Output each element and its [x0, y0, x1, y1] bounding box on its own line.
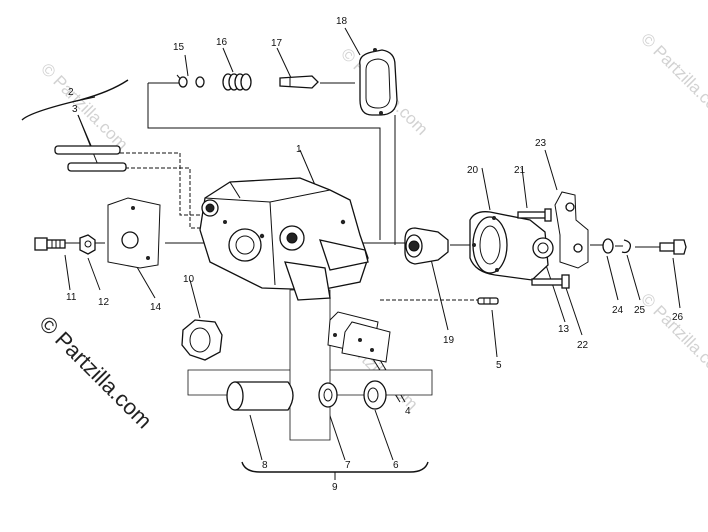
callout-13: 13 [558, 324, 570, 335]
callout-26: 26 [672, 312, 684, 323]
callout-3: 3 [72, 104, 78, 115]
plate-part-14 [107, 197, 161, 269]
housing-part-20 [469, 211, 549, 281]
washer-part-6 [363, 380, 387, 410]
watermark-top-right: © Partzilla.com [637, 29, 708, 123]
callout-25: 25 [634, 305, 646, 316]
callout-19: 19 [443, 335, 455, 346]
washer-part-24 [602, 238, 614, 254]
spring-part-16 [222, 73, 252, 91]
callout-23: 23 [535, 138, 547, 149]
cylinder-part-8 [226, 381, 294, 411]
callout-5: 5 [496, 360, 502, 371]
seal-part-13 [532, 237, 554, 259]
callout-20: 20 [467, 165, 479, 176]
pin-part-3 [54, 145, 127, 172]
bottom-band [187, 289, 433, 441]
callout-21: 21 [514, 165, 526, 176]
callout-17: 17 [271, 38, 283, 49]
bolt-part-22 [531, 274, 570, 289]
plunger-part-17 [279, 75, 319, 89]
callout-16: 16 [216, 37, 228, 48]
callout-14: 14 [150, 302, 162, 313]
callout-24: 24 [612, 305, 624, 316]
o-ring-part-15 [178, 76, 205, 88]
pad-part-4 [327, 311, 391, 363]
callout-8: 8 [262, 460, 268, 471]
screw-part-21 [517, 208, 552, 222]
watermark-top-left: © Partzilla.com [37, 59, 131, 153]
clip-part-25 [621, 239, 632, 254]
screw-part-26 [659, 239, 687, 255]
callout-22: 22 [577, 340, 589, 351]
main-body-part-1 [199, 177, 369, 301]
washer-part-7 [318, 382, 338, 408]
callout-12: 12 [98, 297, 110, 308]
bracket-part-23 [554, 191, 589, 269]
callout-2: 2 [68, 87, 74, 98]
callout-9: 9 [332, 482, 338, 493]
callout-11: 11 [66, 292, 77, 303]
nut-part-10 [181, 319, 223, 361]
connector-part-5 [477, 297, 499, 305]
callout-labels: 1 2 3 4 5 6 7 8 9 10 11 12 13 14 15 16 1… [66, 16, 684, 493]
callout-10: 10 [183, 274, 195, 285]
callout-6: 6 [393, 460, 399, 471]
leader-lines [21, 27, 681, 480]
nut-part-12 [79, 234, 96, 255]
callout-18: 18 [336, 16, 348, 27]
cap-part-19 [404, 227, 449, 265]
watermark-right-middle: © Partzilla.com [637, 289, 708, 383]
callout-15: 15 [173, 42, 185, 53]
callout-4: 4 [405, 406, 411, 417]
bolt-part-11 [34, 237, 66, 251]
gasket-part-18 [359, 48, 398, 116]
watermark-main: © Partzilla.com [34, 311, 157, 434]
callout-1: 1 [296, 144, 302, 155]
callout-7: 7 [345, 460, 351, 471]
